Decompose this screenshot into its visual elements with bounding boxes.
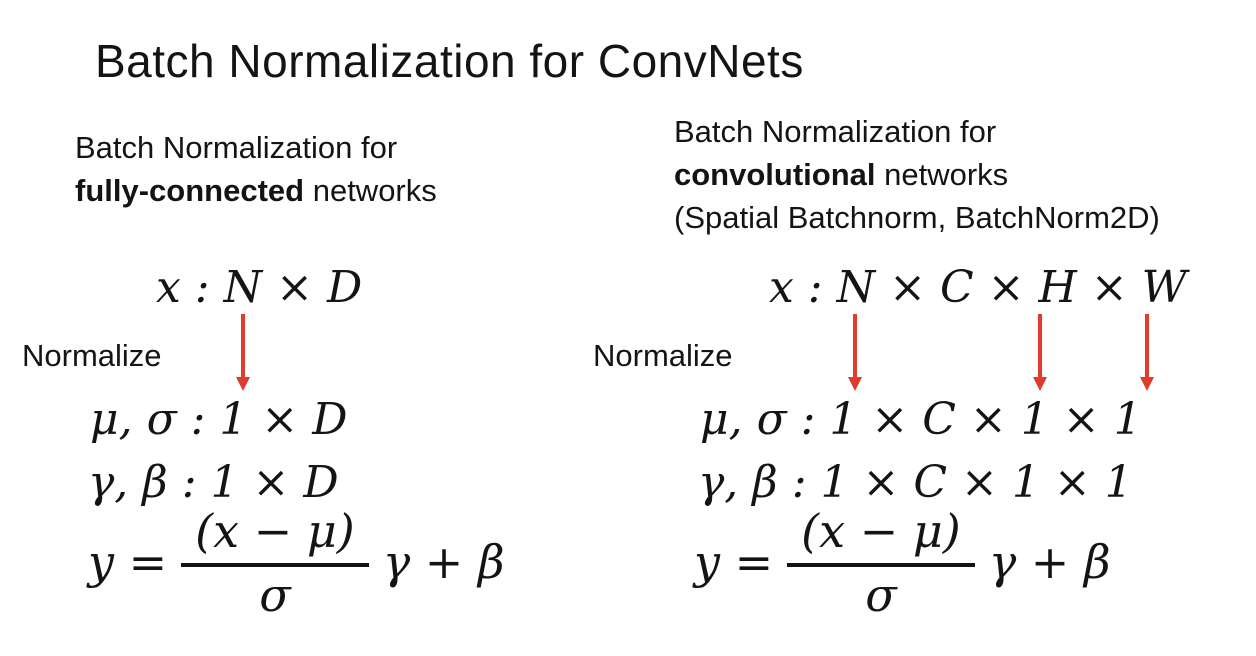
- right-mu-sigma-formula: μ, σ : 1 × C × 1 × 1: [700, 394, 1142, 445]
- down-arrow-icon: [1140, 314, 1154, 394]
- equation-lhs: y =: [88, 535, 168, 589]
- right-normalize-label: Normalize: [593, 338, 733, 373]
- right-bn-equation: y = (x − μ) σ γ + β: [694, 506, 1111, 618]
- right-header-line3: (Spatial Batchnorm, BatchNorm2D): [674, 200, 1160, 235]
- right-header-rest: networks: [875, 157, 1009, 192]
- arrow-shaft: [1038, 314, 1042, 378]
- arrow-shaft: [1145, 314, 1149, 378]
- right-gamma-beta-formula: γ, β : 1 × C × 1 × 1: [698, 457, 1133, 508]
- arrow-shaft: [241, 314, 245, 378]
- left-mu-sigma-formula: μ, σ : 1 × D: [90, 394, 348, 445]
- page-title: Batch Normalization for ConvNets: [95, 35, 804, 87]
- equation-rhs: γ + β: [988, 535, 1111, 589]
- equation-fraction: (x − μ) σ: [787, 506, 975, 618]
- fraction-denominator: σ: [865, 568, 897, 622]
- arrow-head: [848, 377, 862, 391]
- equation-lhs: y =: [694, 535, 774, 589]
- left-header-rest: networks: [304, 173, 437, 208]
- down-arrow-icon: [848, 314, 862, 394]
- fraction-denominator: σ: [259, 568, 291, 622]
- equation-rhs: γ + β: [382, 535, 505, 589]
- left-gamma-beta-formula: γ, β : 1 × D: [88, 457, 339, 508]
- left-column-header: Batch Normalization for fully-connected …: [75, 126, 437, 212]
- left-bn-equation: y = (x − μ) σ γ + β: [88, 506, 505, 618]
- left-shape-formula: x : N × D: [156, 262, 363, 313]
- left-header-line1: Batch Normalization for: [75, 130, 398, 165]
- down-arrow-icon: [1033, 314, 1047, 394]
- arrow-head: [236, 377, 250, 391]
- equation-fraction: (x − μ) σ: [181, 506, 369, 618]
- arrow-head: [1140, 377, 1154, 391]
- arrow-head: [1033, 377, 1047, 391]
- right-shape-formula: x : N × C × H × W: [769, 262, 1187, 313]
- arrow-shaft: [853, 314, 857, 378]
- fraction-numerator: (x − μ): [181, 506, 369, 567]
- right-header-line1: Batch Normalization for: [674, 114, 997, 149]
- right-column-header: Batch Normalization for convolutional ne…: [674, 110, 1160, 239]
- fraction-numerator: (x − μ): [787, 506, 975, 567]
- down-arrow-icon: [236, 314, 250, 394]
- left-normalize-label: Normalize: [22, 338, 162, 373]
- left-header-bold-term: fully-connected: [75, 173, 305, 208]
- right-header-bold-term: convolutional: [674, 157, 876, 192]
